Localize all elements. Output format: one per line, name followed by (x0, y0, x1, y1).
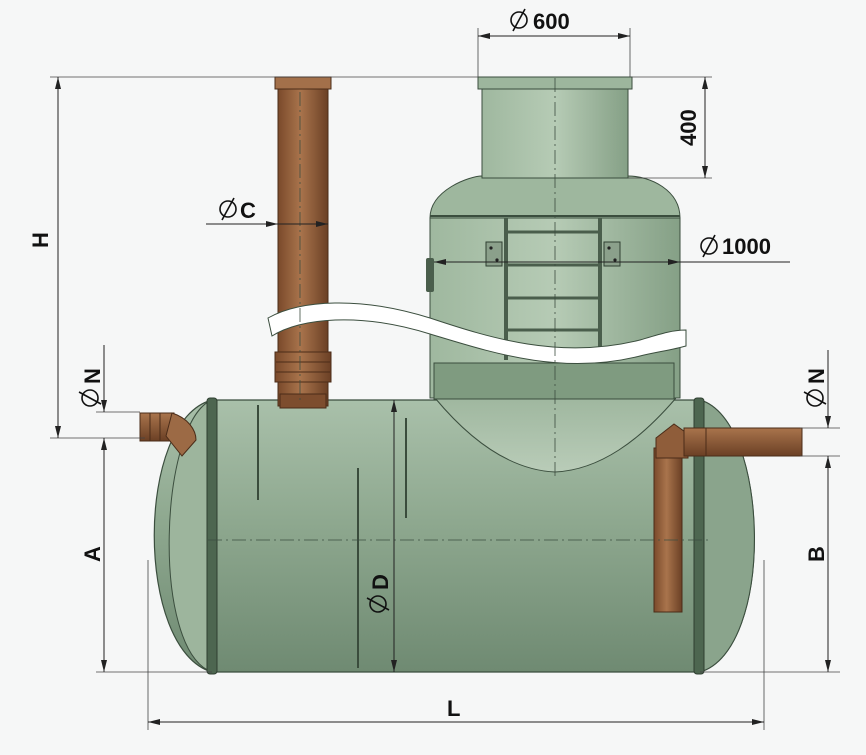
inlet-pipe (139, 412, 197, 457)
diameter-icon (366, 595, 390, 613)
diameter-icon (700, 234, 718, 258)
vent-pipe (274, 76, 332, 409)
diameter-icon (510, 8, 528, 32)
diameter-symbols (78, 8, 827, 613)
label-n-left: N (80, 368, 105, 384)
label-n-right: N (804, 368, 829, 384)
left-flange (206, 397, 218, 675)
label-c: C (240, 198, 256, 223)
label-d1000: 1000 (722, 234, 771, 259)
tank-body (153, 397, 755, 675)
ladder (485, 218, 621, 360)
label-h400: 400 (676, 109, 701, 146)
inspection-shaft (426, 175, 681, 400)
label-b: B (804, 546, 829, 562)
label-d: D (368, 574, 393, 590)
label-a: A (80, 546, 105, 562)
label-l: L (447, 696, 460, 721)
break-line (267, 302, 687, 365)
diameter-icon (803, 389, 827, 407)
dimensions (50, 28, 840, 730)
diameter-icon (219, 197, 237, 221)
label-h: H (28, 232, 53, 248)
label-d600: 600 (533, 9, 570, 34)
right-flange (693, 397, 705, 675)
outlet-pipe (653, 423, 803, 613)
diameter-icon (78, 389, 102, 407)
